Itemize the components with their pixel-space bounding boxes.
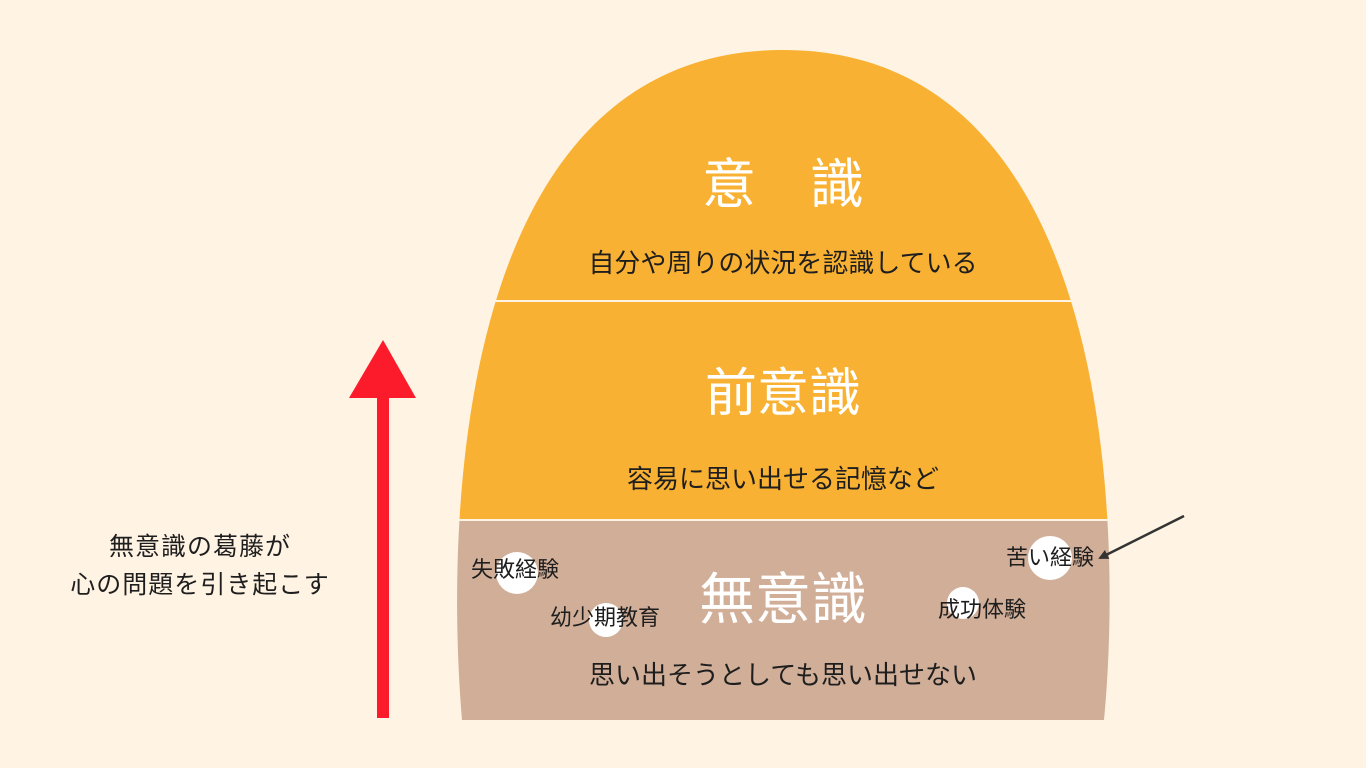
upward-arrow (349, 340, 416, 718)
memory-bubble-success (947, 587, 979, 619)
caption-line-2: 心の問題を引き起こす (70, 570, 330, 599)
preconscious-title: 前意識 (705, 364, 861, 424)
unconscious-layer (457, 520, 1110, 720)
unconscious-description: 思い出そうとしても思い出せない (589, 661, 977, 691)
pointer-arrow (1098, 514, 1185, 560)
caption-line-1: 無意識の葛藤が (108, 532, 291, 561)
conflict-caption: 無意識の葛藤が 心の問題を引き起こす (40, 528, 360, 604)
memory-label-failure: 失敗経験 (471, 558, 559, 583)
conscious-title: 意 識 (702, 153, 864, 216)
memory-bubble-bitter (1028, 536, 1072, 580)
memory-label-bitter: 苦い経験 (1006, 546, 1094, 571)
memory-label-success: 成功体験 (938, 598, 1026, 623)
preconscious-layer (457, 301, 1110, 520)
unconscious-title: 無意識 (699, 568, 867, 633)
memory-bubble-failure (496, 552, 538, 594)
memory-bubble-childhood (589, 603, 623, 637)
preconscious-description: 容易に思い出せる記憶など (627, 465, 939, 495)
memory-label-childhood: 幼少期教育 (550, 606, 660, 631)
conscious-description: 自分や周りの状況を認識している (588, 249, 977, 279)
